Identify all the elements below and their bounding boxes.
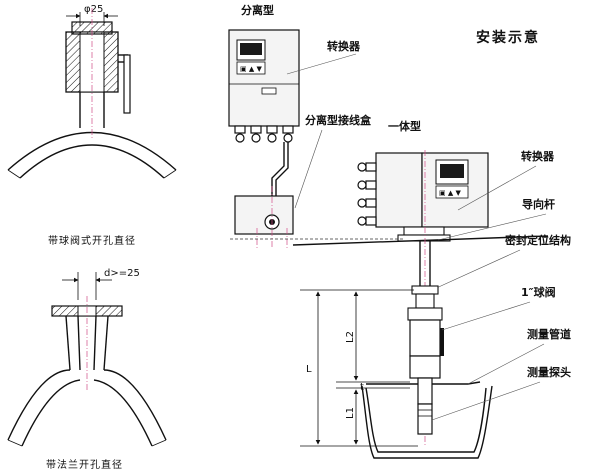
label-measure-probe: 测量探头 xyxy=(527,365,571,379)
label-converter-right: 转换器 xyxy=(521,149,555,163)
dim-L1: L1 xyxy=(345,407,356,419)
diagram-title: 安装示意 xyxy=(476,29,540,46)
dim-L2: L2 xyxy=(345,331,356,343)
label-seal-structure: 密封定位结构 xyxy=(505,233,571,247)
label-converter-top: 转换器 xyxy=(327,39,361,53)
split-junction-box xyxy=(234,186,294,248)
ball-valve-opening-detail: φ25 xyxy=(7,4,177,179)
label-junction-box: 分离型接线盒 xyxy=(305,113,372,127)
label-integrated-type: 一体型 xyxy=(388,119,421,133)
dim-t: t xyxy=(360,382,364,393)
caption-ball-valve: 带球阀式开孔直径 xyxy=(48,234,136,247)
split-converter: ▣ ▲ ▼ xyxy=(228,29,300,143)
label-split-type: 分离型 xyxy=(241,3,274,17)
caption-flange: 带法兰开孔直径 xyxy=(46,458,123,471)
dim-L: L xyxy=(306,364,312,375)
flange-opening-detail: d>=25 xyxy=(7,268,167,447)
label-guide-rod: 导向杆 xyxy=(522,197,555,211)
svg-text:▣ ▲ ▼: ▣ ▲ ▼ xyxy=(439,189,461,197)
dimension-lines xyxy=(300,289,418,447)
label-ball-valve: 1″球阀 xyxy=(521,285,556,299)
svg-text:▣ ▲ ▼: ▣ ▲ ▼ xyxy=(240,65,262,73)
dim-d25: d>=25 xyxy=(104,268,140,279)
dim-phi25: φ25 xyxy=(84,4,103,15)
label-measure-pipe: 测量管道 xyxy=(527,327,571,341)
integrated-converter: ▣ ▲ ▼ xyxy=(357,152,489,228)
